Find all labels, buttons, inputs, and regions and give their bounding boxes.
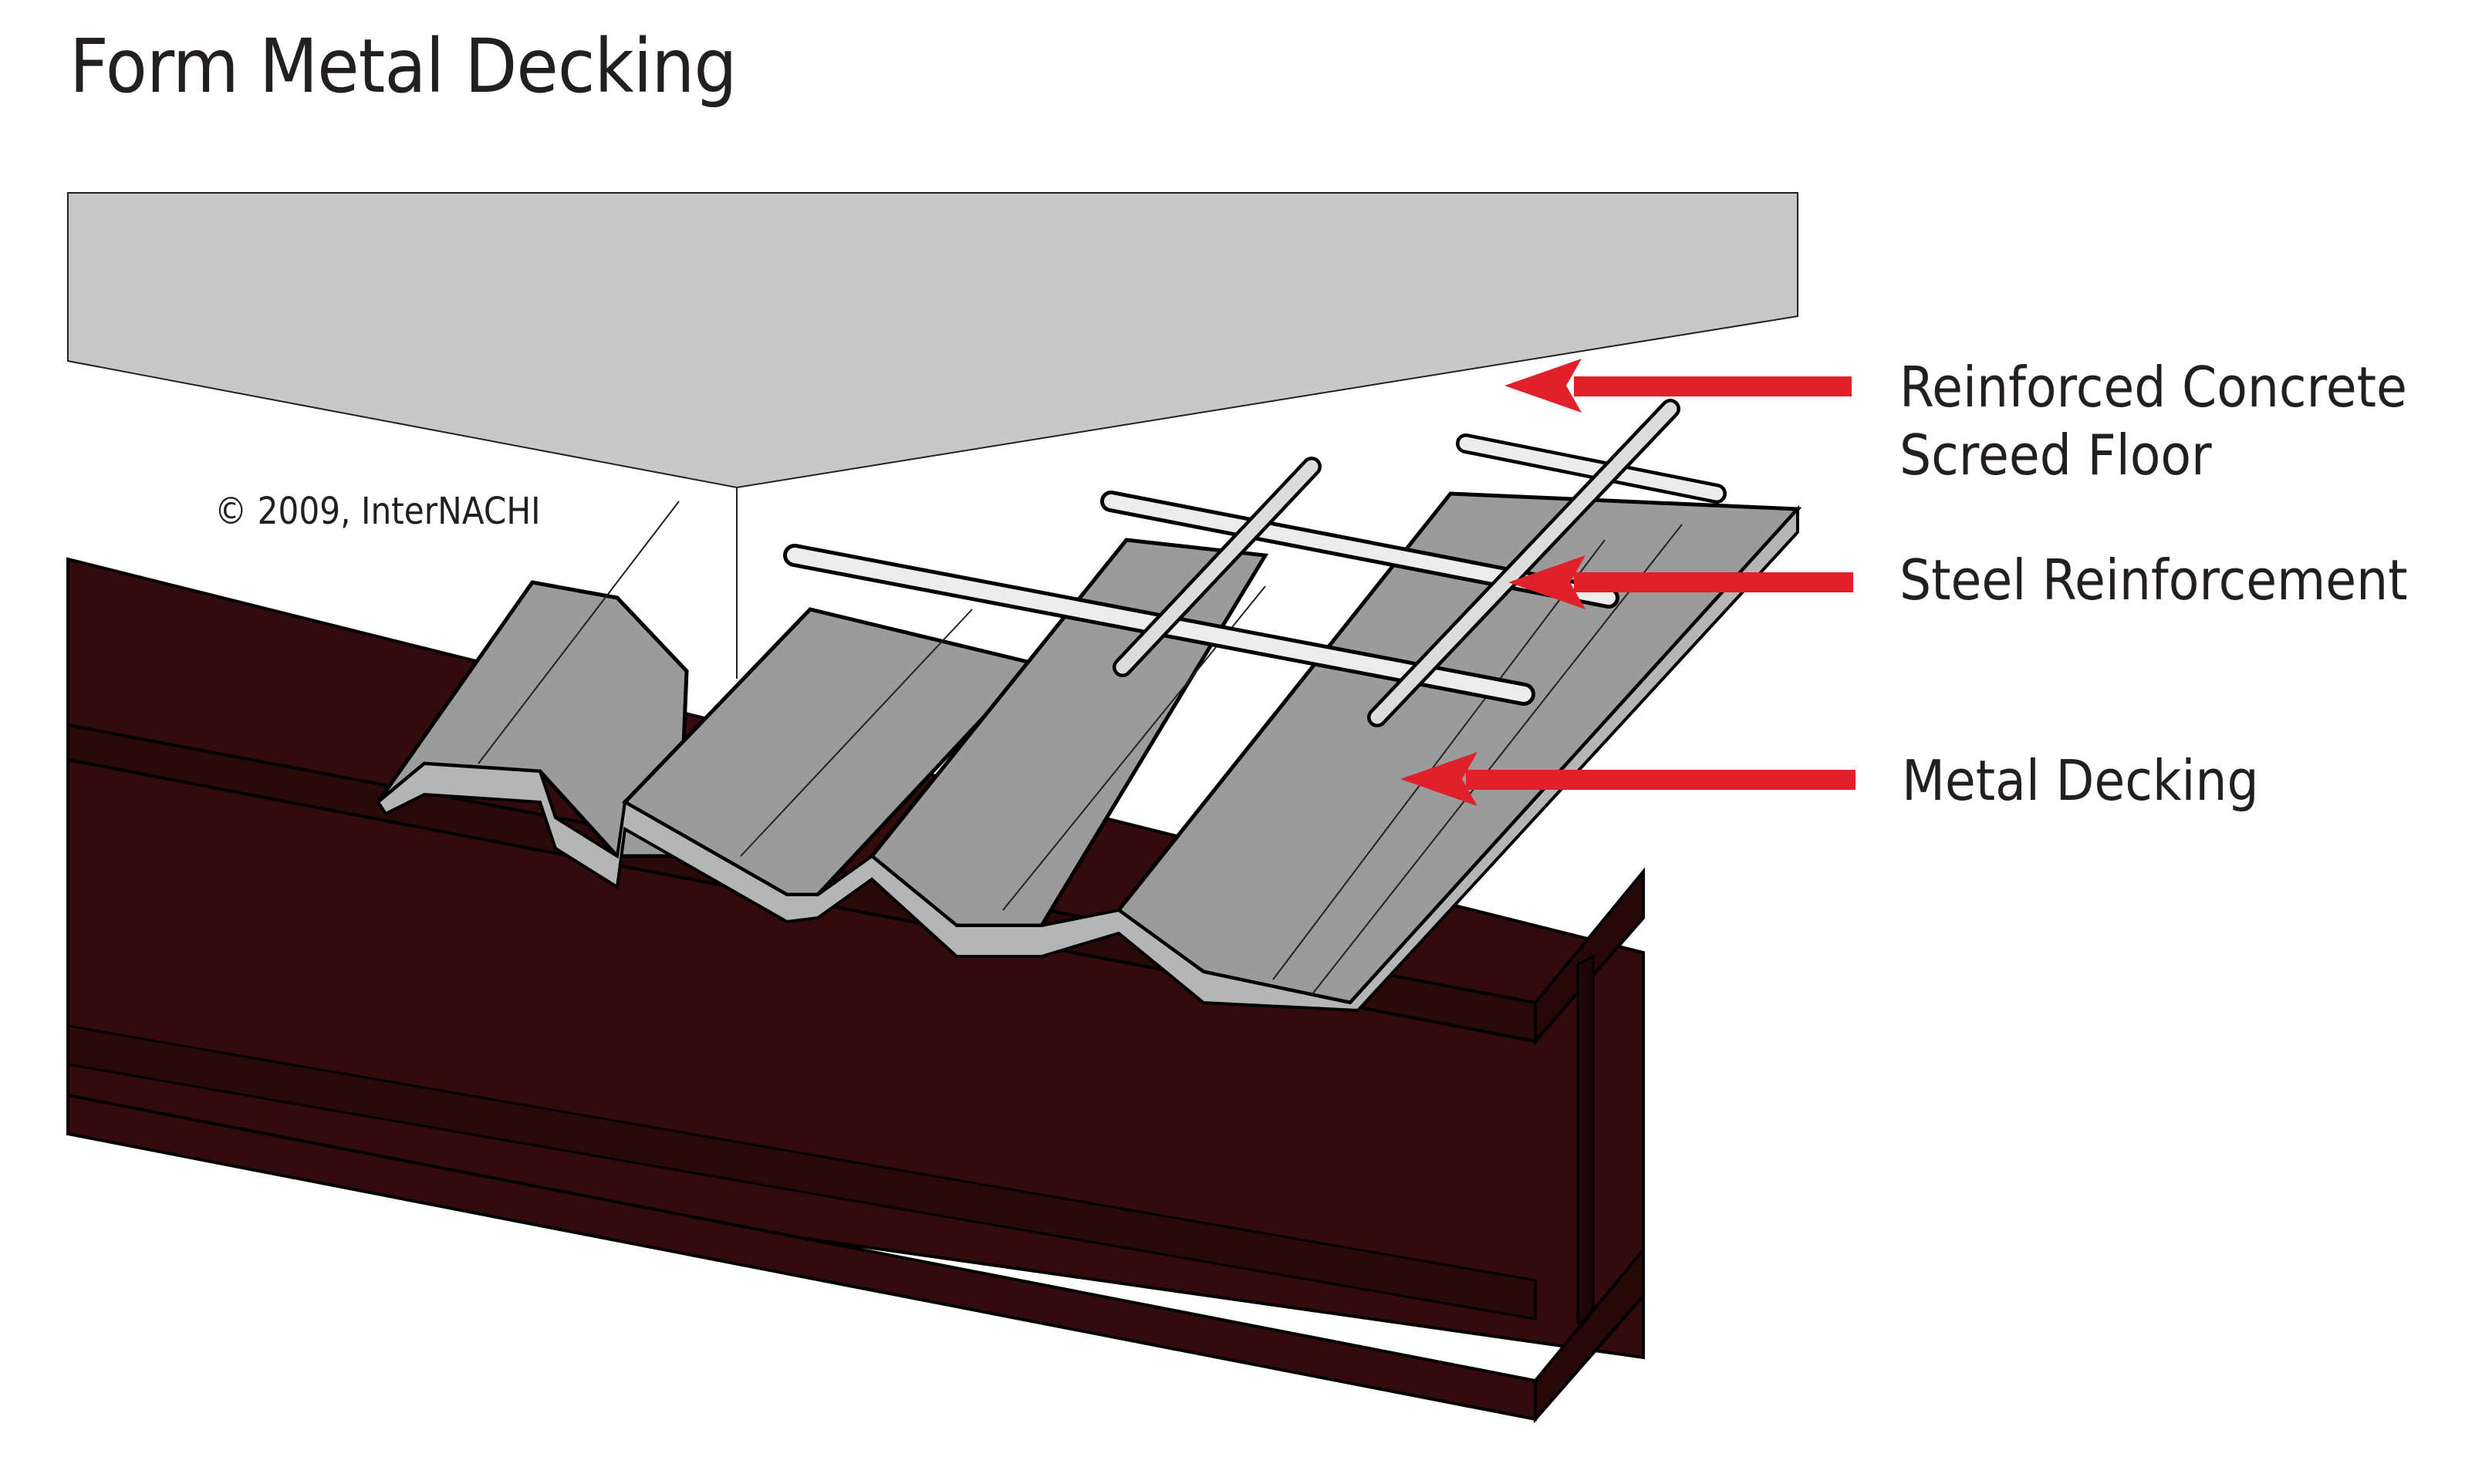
decking-profile xyxy=(376,504,1799,1013)
decking-fold-line xyxy=(478,501,680,764)
arrow-steel xyxy=(1508,555,1853,609)
label-metal-decking: Metal Decking xyxy=(1902,747,2259,815)
metal-decking xyxy=(376,491,1802,1013)
concrete-slab xyxy=(67,192,1798,679)
decking-fold-line xyxy=(1311,524,1683,996)
concrete-top-face xyxy=(67,192,1798,489)
beam-web-end xyxy=(1576,954,1595,1328)
label-line: Steel Reinforcement xyxy=(1899,548,2408,612)
decking-fold-line xyxy=(1272,539,1606,980)
rebar-transverse xyxy=(1456,433,1727,504)
decking-fold-line xyxy=(740,609,973,857)
beam-bottom-flange-band xyxy=(66,1024,1537,1320)
label-steel-reinforcement: Steel Reinforcement xyxy=(1899,546,2408,614)
arrow-concrete xyxy=(1504,359,1852,413)
label-reinforced-concrete: Reinforced Concrete Screed Floor xyxy=(1899,353,2407,489)
diagram-title: Form Metal Decking xyxy=(69,23,737,110)
copyright-notice: © 2009, InterNACHI xyxy=(214,490,541,533)
arrow-decking xyxy=(1400,752,1856,806)
rebar-longitudinal xyxy=(1113,457,1322,677)
label-line: Reinforced Concrete xyxy=(1899,355,2407,420)
label-line: Metal Decking xyxy=(1902,748,2259,813)
steel-reinforcement xyxy=(783,399,1727,727)
beam-bottom-flange-end xyxy=(1534,1245,1645,1424)
beam-top-flange-end xyxy=(1534,867,1645,1046)
label-line: Screed Floor xyxy=(1899,423,2212,487)
rebar-longitudinal xyxy=(1367,399,1680,727)
